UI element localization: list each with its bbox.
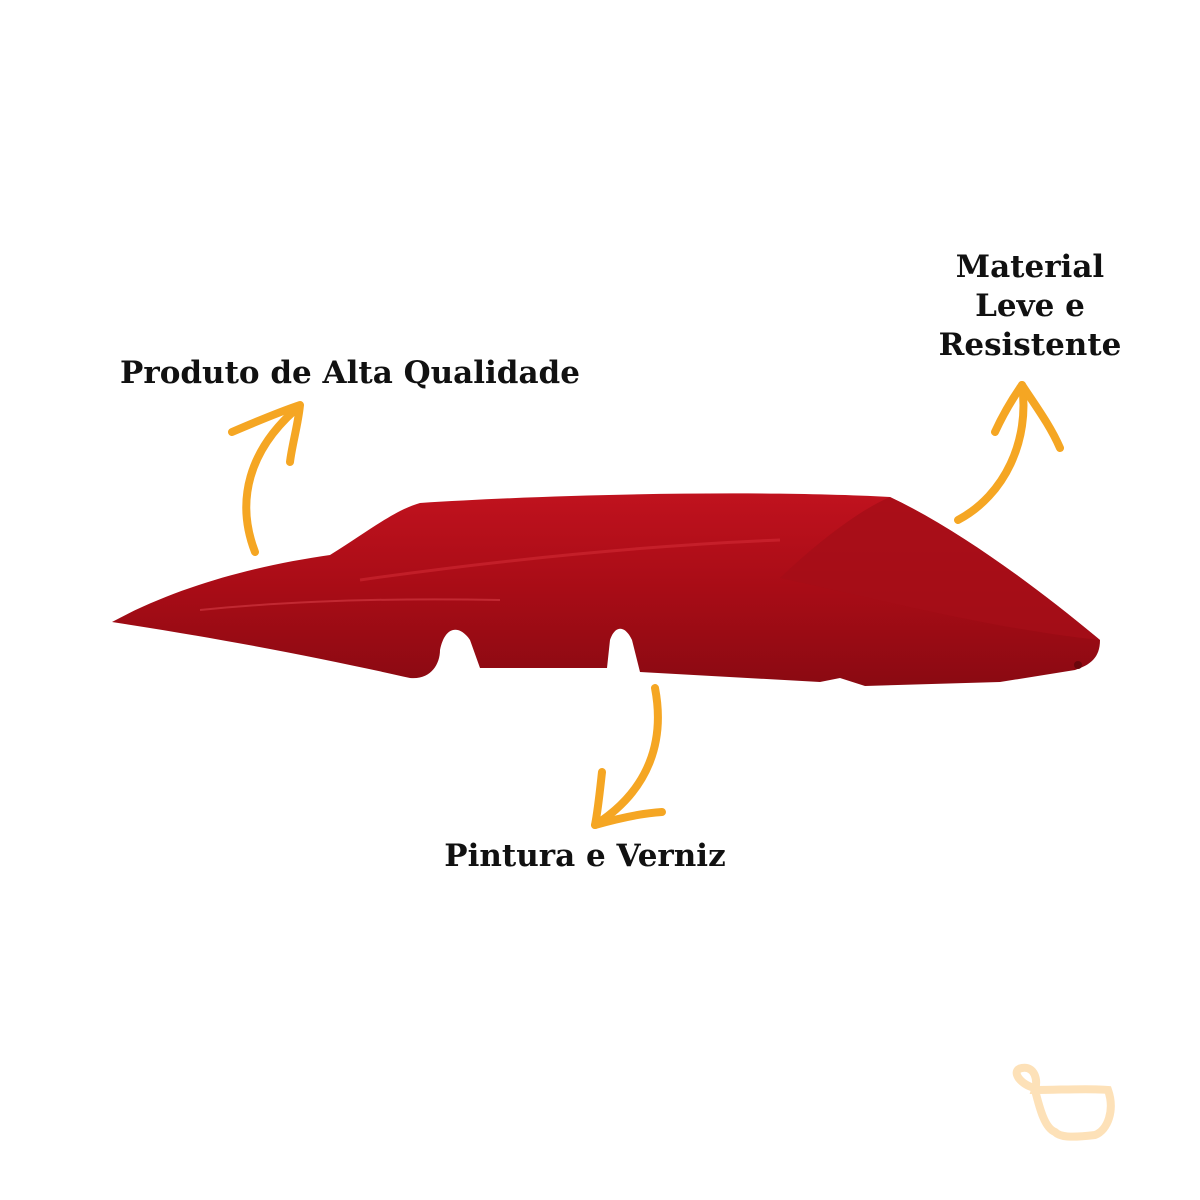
- side-fairing-part: [112, 493, 1100, 686]
- mounting-hole: [1074, 661, 1082, 669]
- arrow-paint-head: [591, 768, 666, 829]
- fairing-panel: [780, 497, 1100, 640]
- basket-logo: [1012, 1063, 1115, 1141]
- fairing-highlight: [199, 598, 501, 611]
- arrow-material: [954, 381, 1028, 524]
- label-quality: Produto de Alta Qualidade: [120, 355, 580, 391]
- label-material-line3: Resistente: [938, 327, 1122, 363]
- arrow-quality: [242, 406, 299, 556]
- fairing-highlight: [359, 538, 781, 582]
- label-material-line1: Material: [955, 249, 1105, 285]
- label-material-line2: Leve e: [975, 288, 1085, 324]
- arrow-quality-head: [228, 401, 304, 466]
- label-paint: Pintura e Verniz: [444, 838, 726, 874]
- arrow-material-head: [991, 381, 1064, 452]
- arrow-paint: [591, 684, 662, 829]
- label-material: Material Leve e Resistente: [920, 248, 1140, 365]
